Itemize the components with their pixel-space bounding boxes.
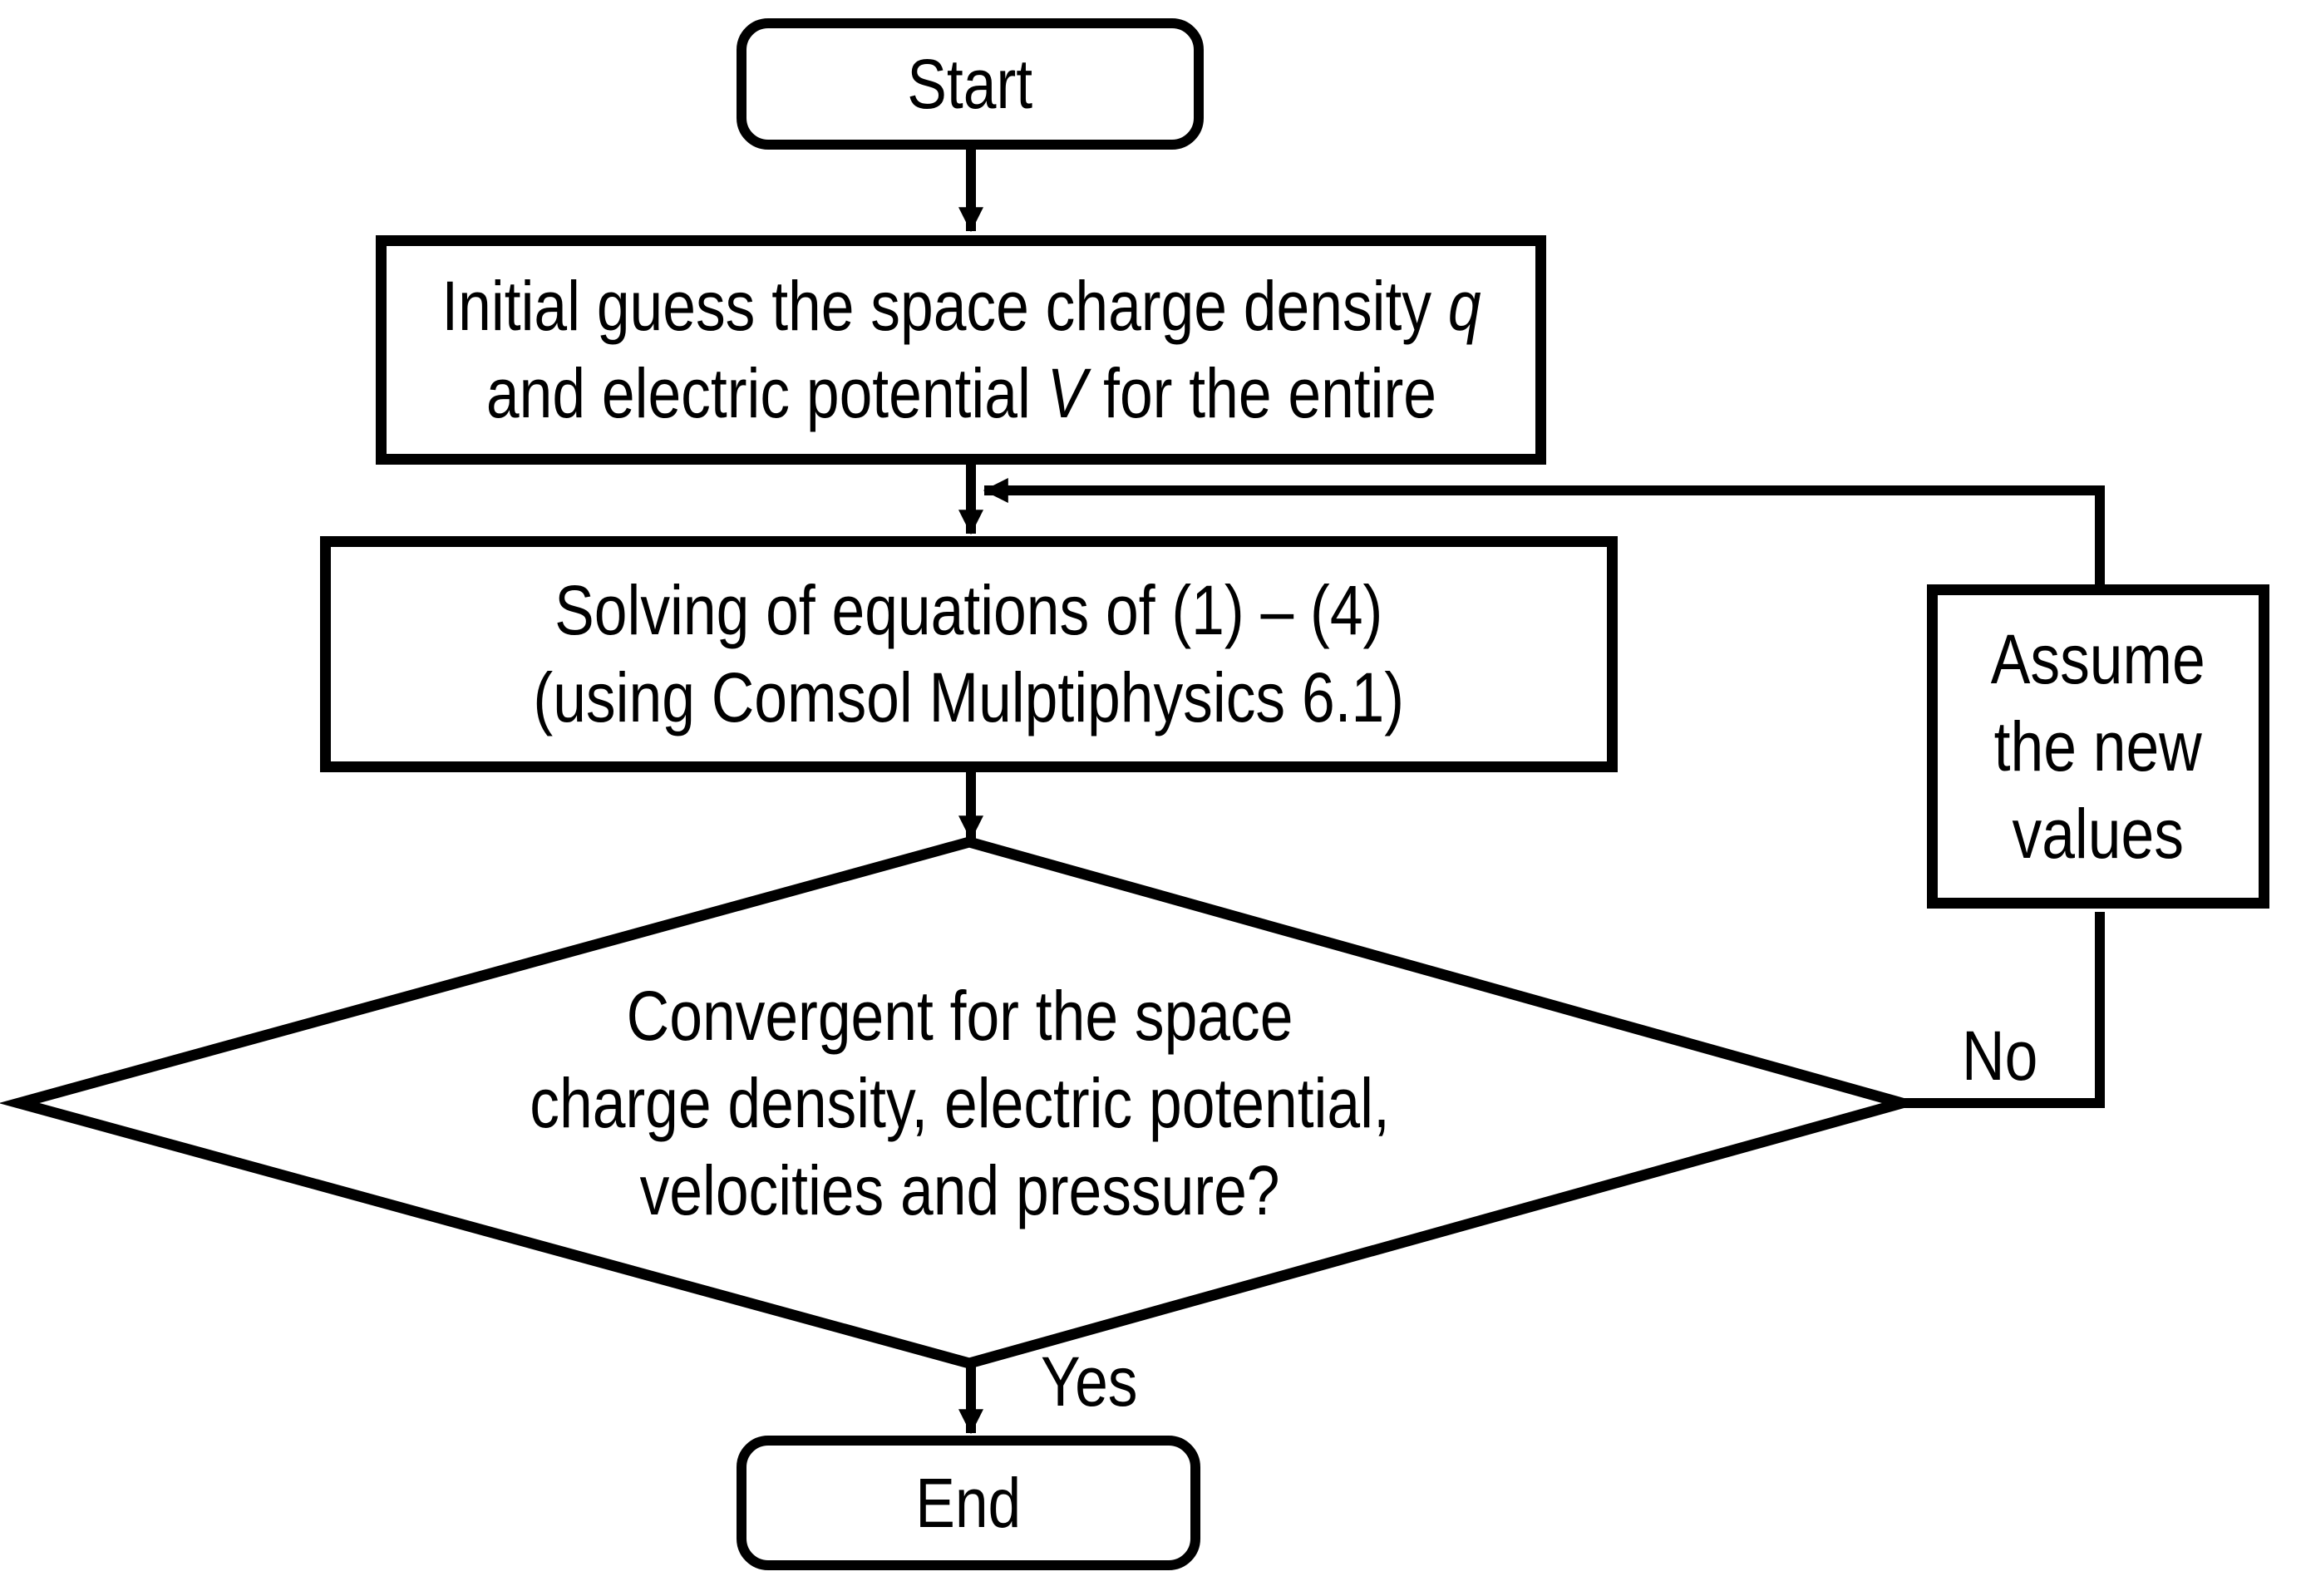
node-solve-line2: (using Comsol Mulptiphysics 6.1) [533,658,1405,736]
node-start-label: Start [907,44,1033,123]
edge-label-yes: Yes [1041,1342,1138,1421]
node-assume-text: Assume the new values [1991,616,2205,878]
edge-label-no: No [1962,1017,2038,1095]
node-initial-guess-text: Initial guess the space charge density q… [441,263,1481,437]
edge-decision-to-assume-no [1900,912,2105,1108]
node-assume-line2: the new [1993,707,2203,786]
node-decision-line3: velocities and pressure? [640,1150,1280,1229]
symbol-q: q [1447,267,1481,345]
node-assume: Assume the new values [1927,584,2269,909]
node-initial-guess-line1: Initial guess the space charge density q [441,267,1481,345]
symbol-v: V [1047,354,1086,432]
node-start: Start [737,18,1204,150]
node-decision-text: Convergent for the space charge density,… [530,973,1391,1234]
node-solve-line1: Solving of equations of (1) – (4) [554,571,1383,649]
node-end: End [737,1436,1200,1570]
node-solve: Solving of equations of (1) – (4) (using… [320,536,1618,772]
node-solve-text: Solving of equations of (1) – (4) (using… [534,567,1405,741]
node-decision: Convergent for the space charge density,… [295,962,1625,1244]
edge-assume-to-junction [983,478,2105,588]
node-decision-line1: Convergent for the space [627,976,1293,1055]
node-assume-line3: values [2012,794,2185,873]
node-assume-line1: Assume [1991,619,2205,698]
node-initial-guess: Initial guess the space charge density q… [376,235,1546,465]
node-initial-guess-line2: and electric potential V for the entire [485,354,1436,432]
node-end-label: End [915,1463,1022,1542]
node-decision-line2: charge density, electric potential, [530,1063,1391,1142]
